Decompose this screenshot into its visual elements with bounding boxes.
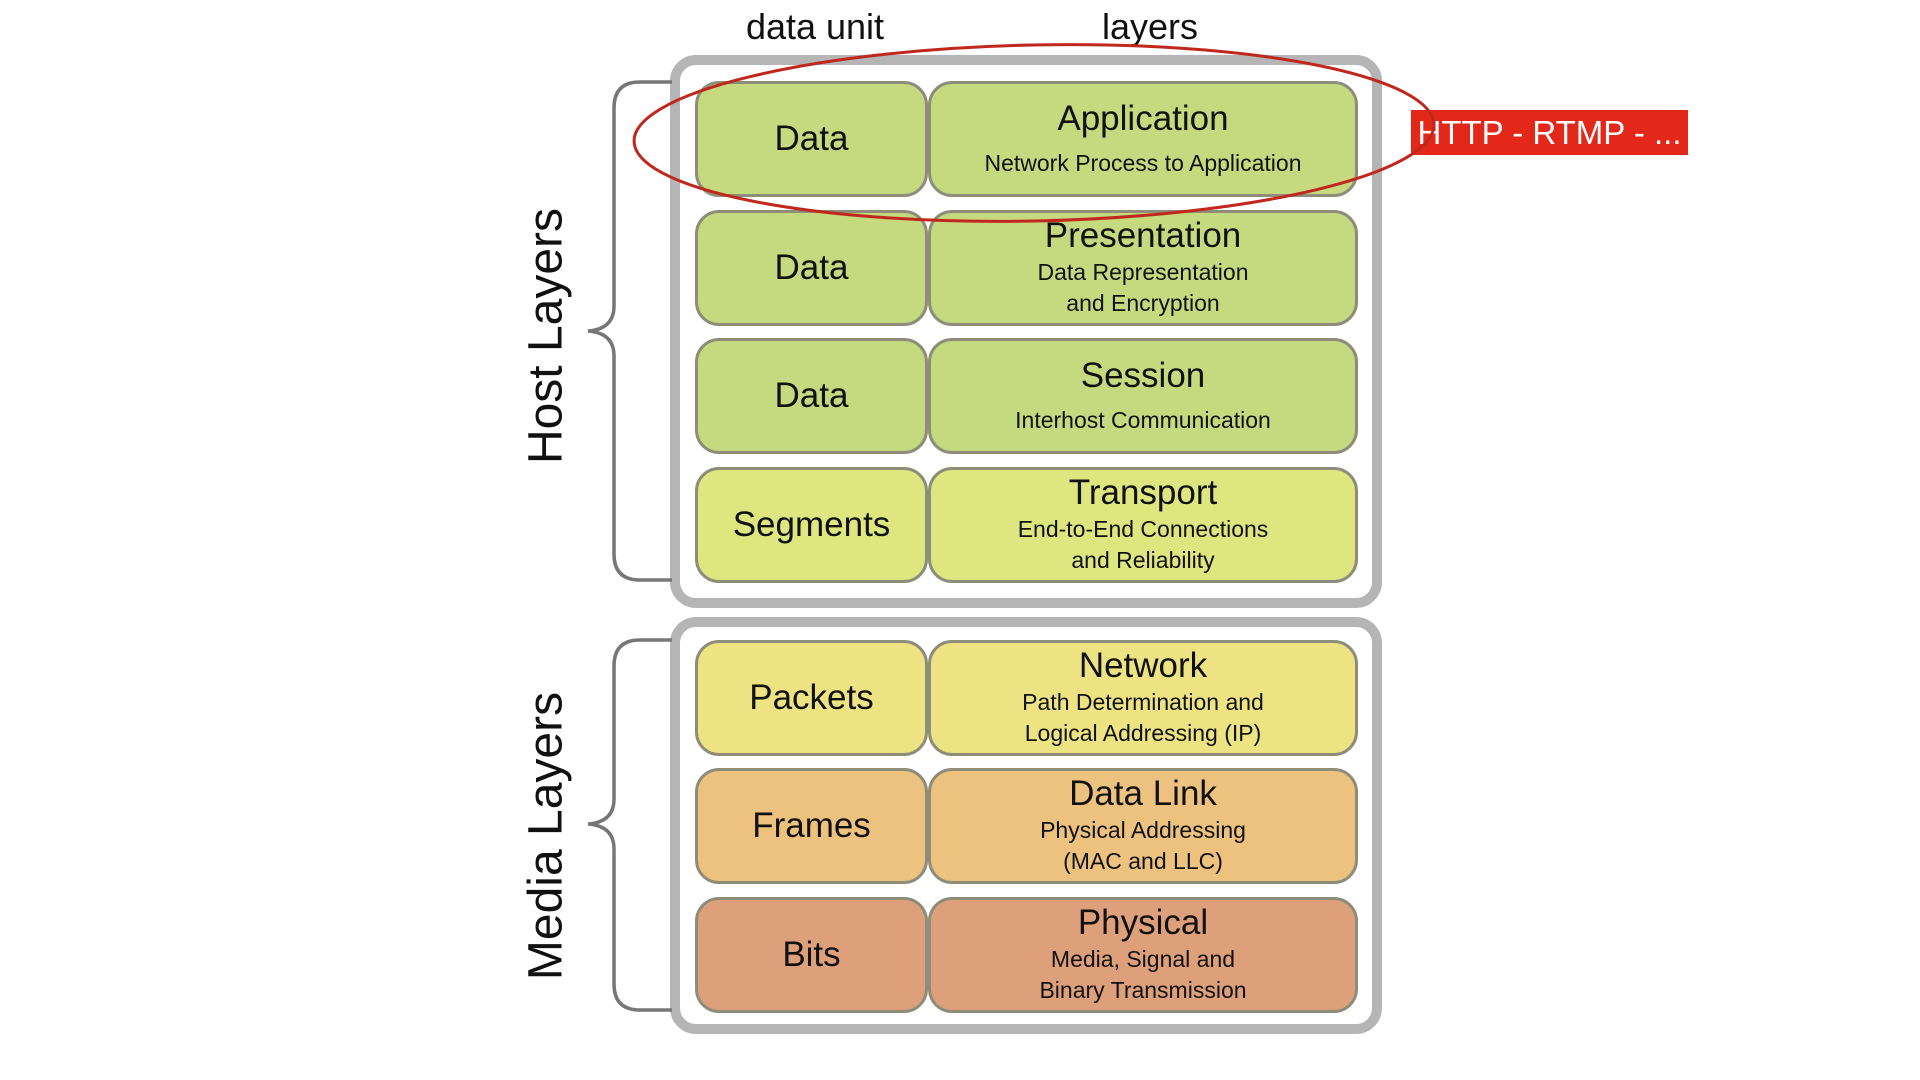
layer-cell-session: Session Interhost Communication <box>928 338 1358 454</box>
layer-name: Application <box>1057 98 1229 138</box>
layer-name: Data Link <box>1069 774 1217 813</box>
host-layers-label: Host Layers <box>519 207 573 465</box>
layer-cell-network: Network Path Determination and Logical A… <box>928 640 1358 756</box>
media-layers-bracket <box>587 638 672 1012</box>
layer-name: Physical <box>1077 903 1209 942</box>
unit-label: Bits <box>782 935 841 974</box>
unit-cell-data-link: Frames <box>695 768 928 884</box>
unit-cell-physical: Bits <box>695 897 928 1013</box>
layer-description: Interhost Communication <box>1015 406 1271 433</box>
layer-description: Path Determination and Logical Addressin… <box>1022 689 1264 746</box>
unit-cell-session: Data <box>695 338 928 454</box>
layer-description: Data Representation and Encryption <box>1037 259 1249 316</box>
unit-label: Data <box>774 248 849 287</box>
protocols-badge: HTTP - RTMP - ... <box>1411 110 1688 155</box>
layer-cell-physical: Physical Media, Signal and Binary Transm… <box>928 897 1358 1013</box>
unit-label: Frames <box>752 806 871 845</box>
layer-description: Network Process to Application <box>984 149 1302 176</box>
layer-name: Network <box>1078 646 1208 685</box>
layer-description: End-to-End Connections and Reliability <box>1017 516 1269 573</box>
layer-name: Session <box>1080 355 1206 395</box>
unit-cell-network: Packets <box>695 640 928 756</box>
media-layers-label: Media Layers <box>519 691 573 981</box>
layer-cell-presentation: Presentation Data Representation and Enc… <box>928 210 1358 326</box>
layer-description: Media, Signal and Binary Transmission <box>1039 946 1247 1003</box>
layer-cell-transport: Transport End-to-End Connections and Rel… <box>928 467 1358 583</box>
layer-name: Presentation <box>1044 216 1242 255</box>
unit-cell-application: Data <box>695 81 928 197</box>
unit-label: Data <box>774 119 849 158</box>
unit-label: Data <box>774 376 849 415</box>
layers-header: layers <box>1101 6 1199 47</box>
unit-cell-presentation: Data <box>695 210 928 326</box>
layer-cell-data-link: Data Link Physical Addressing (MAC and L… <box>928 768 1358 884</box>
layer-cell-application: Application Network Process to Applicati… <box>928 81 1358 197</box>
layer-description: Physical Addressing (MAC and LLC) <box>1040 817 1246 874</box>
host-layers-bracket <box>587 80 672 582</box>
unit-cell-transport: Segments <box>695 467 928 583</box>
layer-name: Transport <box>1068 473 1218 512</box>
data-unit-header: data unit <box>745 6 885 47</box>
unit-label: Segments <box>732 505 891 544</box>
unit-label: Packets <box>749 678 874 717</box>
